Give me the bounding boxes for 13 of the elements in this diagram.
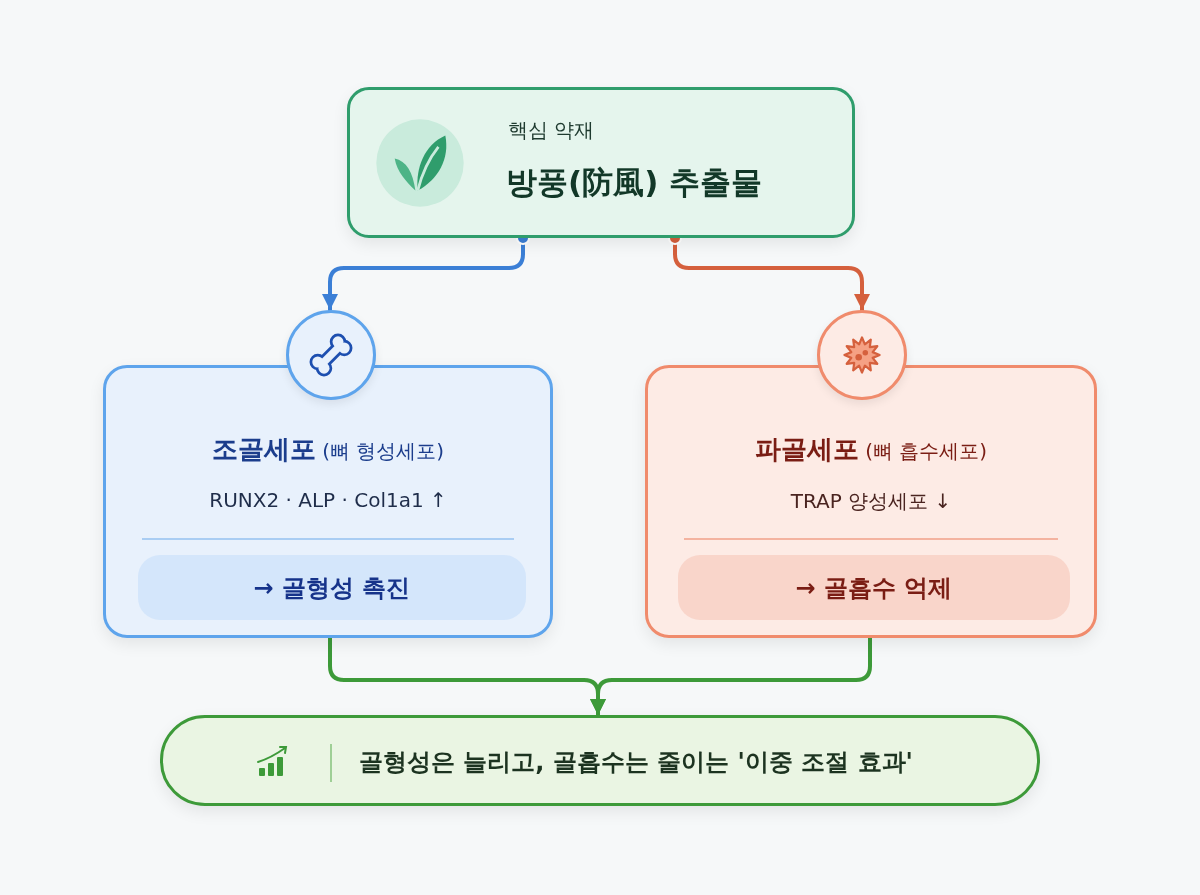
result-pill — [678, 555, 1070, 620]
result-text: → 골흡수 억제 — [794, 573, 954, 604]
marker-text: RUNX2 · ALP · Col1a1 ↑ — [208, 488, 448, 512]
cell-title: 조골세포 (뼈 형성세포) — [210, 433, 446, 466]
cell-card — [645, 365, 1097, 638]
cell-title: 파골세포 (뼈 흡수세포) — [753, 433, 989, 466]
result-text: → 골형성 촉진 — [252, 573, 412, 604]
marker-text: TRAP 양성세포 ↓ — [789, 488, 953, 515]
source-box — [347, 87, 855, 238]
summary-text: 골형성은 늘리고, 골흡수는 줄이는 '이중 조절 효과' — [359, 747, 913, 778]
subtitle: 핵심 약재 — [508, 117, 595, 144]
cell-card — [103, 365, 553, 638]
title: 방풍(防風) 추출물 — [506, 163, 763, 202]
